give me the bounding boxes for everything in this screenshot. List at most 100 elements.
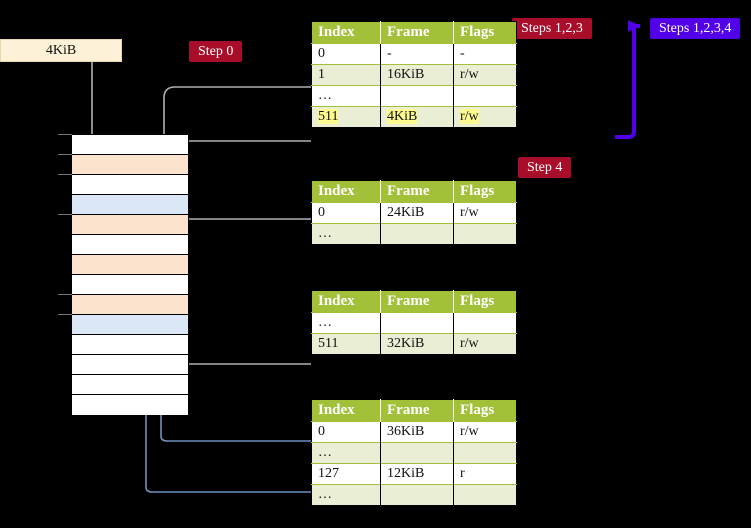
cell-index: … — [311, 223, 381, 245]
wire-grid-to-pt-row0 — [160, 414, 311, 442]
cell-index: 511 — [311, 106, 381, 128]
table-header-row: Index Frame Flags — [311, 21, 517, 44]
cell-frame — [380, 442, 454, 464]
cell-frame: - — [380, 43, 454, 65]
table-row: … — [311, 442, 517, 464]
cell-flags: r/w — [453, 202, 517, 224]
table-row: … — [311, 85, 517, 107]
memory-frame-row — [72, 275, 188, 295]
col-flags: Flags — [453, 399, 517, 422]
cell-index: … — [311, 442, 381, 464]
memory-frame-row — [72, 135, 188, 155]
col-index: Index — [311, 21, 381, 44]
col-flags: Flags — [453, 290, 517, 313]
memory-frame-row — [72, 175, 188, 195]
wire-pml4-entry-down — [177, 140, 311, 220]
grid-tick — [58, 134, 72, 135]
table-row: 0 24KiB r/w — [311, 202, 517, 224]
cell-flags — [453, 484, 517, 506]
cell-frame: 16KiB — [380, 64, 454, 86]
memory-frame-row — [72, 395, 188, 415]
cell-frame: 36KiB — [380, 421, 454, 443]
wire-grid-to-pt-row127 — [145, 414, 311, 493]
cell-index: 0 — [311, 421, 381, 443]
badge-step-0: Step 0 — [189, 41, 243, 62]
cell-index: 511 — [311, 333, 381, 355]
cell-flags: r — [453, 463, 517, 485]
wire-pdp-to-grid — [177, 218, 311, 260]
cell-frame: 24KiB — [380, 202, 454, 224]
cell-frame: 4KiB — [380, 106, 454, 128]
memory-frame-row — [72, 375, 188, 395]
col-frame: Frame — [380, 399, 454, 422]
memory-frame-row — [72, 155, 188, 175]
cell-index: 1 — [311, 64, 381, 86]
page-table-pd: Index Frame Flags … 511 32KiB r/w — [311, 290, 517, 355]
memory-frame-row — [72, 255, 188, 275]
table-header-row: Index Frame Flags — [311, 180, 517, 203]
cell-flags: - — [453, 43, 517, 65]
cell-index: 0 — [311, 43, 381, 65]
memory-frame-row — [72, 355, 188, 375]
badge-steps-1-2-3: Steps 1,2,3 — [512, 18, 592, 39]
table-row-highlighted: 511 4KiB r/w — [311, 106, 517, 128]
cell-frame: 32KiB — [380, 333, 454, 355]
memory-frame-row — [72, 195, 188, 215]
cell-flags — [453, 223, 517, 245]
wire-purple-bracket — [615, 24, 636, 139]
table-row: 127 12KiB r — [311, 463, 517, 485]
col-index: Index — [311, 399, 381, 422]
table-row: 1 16KiB r/w — [311, 64, 517, 86]
col-index: Index — [311, 180, 381, 203]
frame-size-box: 4KiB — [0, 39, 122, 62]
col-index: Index — [311, 290, 381, 313]
cell-index-text: 511 — [318, 109, 339, 124]
cell-frame — [380, 223, 454, 245]
page-table-pml4: Index Frame Flags 0 - - 1 16KiB r/w … 51… — [311, 21, 517, 128]
table-row: … — [311, 312, 517, 334]
table-row: 0 - - — [311, 43, 517, 65]
cell-index: 127 — [311, 463, 381, 485]
table-header-row: Index Frame Flags — [311, 290, 517, 313]
cell-frame — [380, 484, 454, 506]
col-flags: Flags — [453, 180, 517, 203]
grid-tick — [58, 214, 72, 215]
page-table-pdp: Index Frame Flags 0 24KiB r/w … — [311, 180, 517, 245]
memory-frame-row — [72, 295, 188, 315]
wire-pd-to-grid — [171, 318, 311, 365]
memory-frame-row — [72, 235, 188, 255]
cell-flags: r/w — [453, 64, 517, 86]
cell-frame-text: 4KiB — [387, 109, 418, 124]
memory-frame-grid — [71, 134, 189, 415]
cell-frame — [380, 312, 454, 334]
col-flags: Flags — [453, 21, 517, 44]
cell-flags — [453, 442, 517, 464]
col-frame: Frame — [380, 21, 454, 44]
memory-frame-row — [72, 335, 188, 355]
grid-tick — [58, 314, 72, 315]
page-table-pt: Index Frame Flags 0 36KiB r/w … 127 12Ki… — [311, 399, 517, 506]
col-frame: Frame — [380, 290, 454, 313]
cell-index: 0 — [311, 202, 381, 224]
table-row: … — [311, 484, 517, 506]
grid-tick — [58, 154, 72, 155]
cell-frame — [380, 85, 454, 107]
memory-frame-row — [72, 215, 188, 235]
cell-flags: r/w — [453, 421, 517, 443]
memory-frame-row — [72, 315, 188, 335]
table-row: 511 32KiB r/w — [311, 333, 517, 355]
cell-flags-text: r/w — [460, 109, 479, 124]
badge-steps-1-2-3-4: Steps 1,2,3,4 — [650, 18, 741, 39]
cell-flags: r/w — [453, 106, 517, 128]
cell-flags — [453, 312, 517, 334]
badge-step-4: Step 4 — [518, 157, 572, 178]
table-row: 0 36KiB r/w — [311, 421, 517, 443]
cell-index: … — [311, 484, 381, 506]
grid-tick — [58, 174, 72, 175]
col-frame: Frame — [380, 180, 454, 203]
cell-flags — [453, 85, 517, 107]
cell-index: … — [311, 312, 381, 334]
cell-flags: r/w — [453, 333, 517, 355]
cell-index: … — [311, 85, 381, 107]
grid-tick — [58, 294, 72, 295]
